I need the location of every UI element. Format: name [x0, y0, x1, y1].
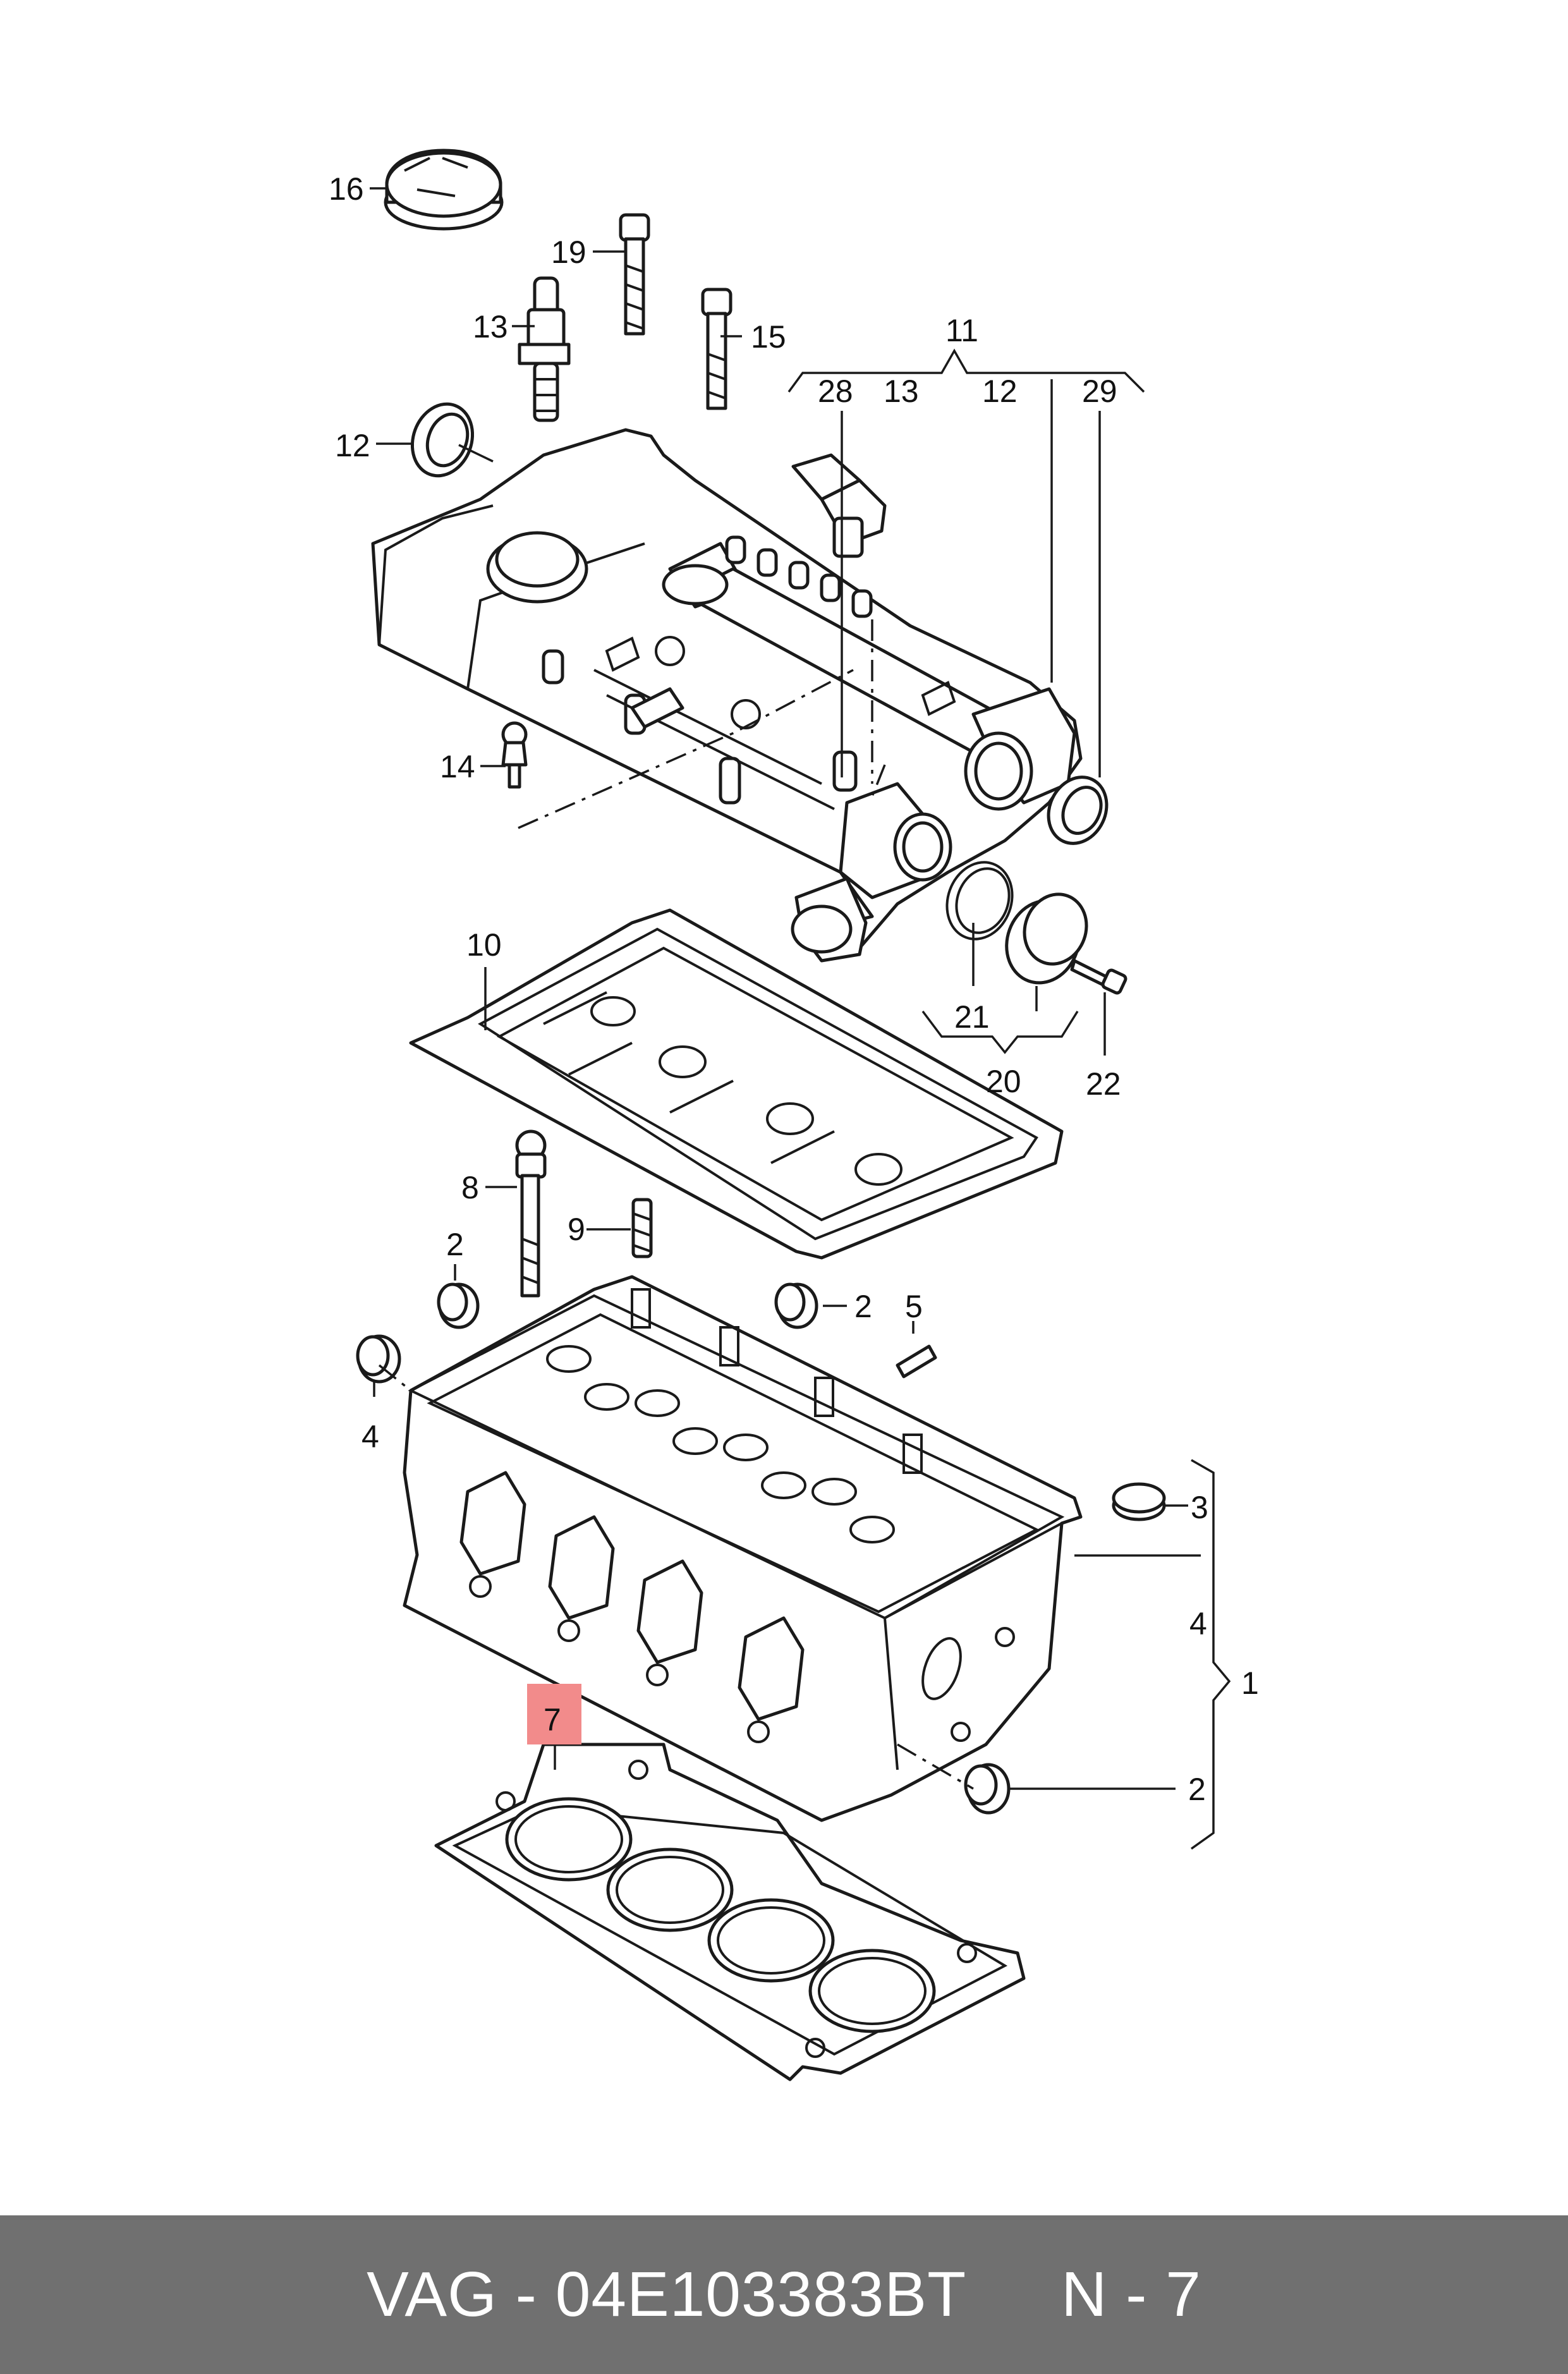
plug-3	[1112, 1482, 1166, 1521]
footer-brand: VAG	[367, 2259, 497, 2330]
parts-diagram: 16 19 13 15 11 28 13 12 29 12 14 10 21 2…	[329, 149, 1259, 2081]
plug-2-left	[437, 1282, 480, 1329]
callout-12: 12	[335, 428, 370, 463]
callout-22: 22	[1086, 1066, 1121, 1102]
callout-4-left: 4	[362, 1419, 379, 1454]
callout-21: 21	[954, 999, 990, 1035]
callout-labels: 16 19 13 15 11 28 13 12 29 12 14 10 21 2…	[329, 171, 1259, 1807]
callout-4-right: 4	[1189, 1606, 1207, 1641]
solenoid-valve	[518, 276, 571, 422]
callout-2-left: 2	[446, 1227, 464, 1262]
footer-separator: -	[497, 2259, 556, 2330]
oil-filler-cap	[384, 149, 504, 231]
callout-2-lower: 2	[1188, 1772, 1206, 1807]
cover-20	[1005, 892, 1088, 985]
head-gasket-7	[434, 1743, 1026, 2081]
callout-12b: 12	[982, 374, 1018, 409]
highlight-box-7	[527, 1684, 581, 1744]
callout-9: 9	[568, 1212, 585, 1247]
callout-2-right: 2	[854, 1289, 872, 1324]
callout-5: 5	[905, 1289, 923, 1324]
o-ring-21	[945, 861, 1014, 940]
callout-13b: 13	[884, 374, 919, 409]
bolt-19	[619, 213, 650, 336]
plug-2-right	[774, 1282, 818, 1329]
bolt-15	[701, 288, 732, 410]
callout-15: 15	[751, 319, 786, 355]
callout-28: 28	[818, 374, 853, 409]
callout-7: 7	[544, 1702, 561, 1738]
sensor-28	[791, 453, 887, 558]
cylinder-head-cover	[371, 428, 1083, 963]
callout-13: 13	[473, 309, 508, 344]
footer-position: N - 7	[1061, 2259, 1201, 2330]
callout-10: 10	[466, 927, 502, 963]
pin-5	[896, 1344, 937, 1379]
callout-29: 29	[1082, 374, 1117, 409]
dowel-pin-9	[631, 1198, 653, 1258]
footer-part-number: 04E103383BT	[555, 2259, 967, 2330]
cylinder-head	[403, 1275, 1083, 1822]
bolt-22	[1070, 959, 1127, 995]
leader-lines	[370, 187, 1231, 1850]
callout-8: 8	[461, 1170, 479, 1205]
callout-11: 11	[945, 313, 978, 348]
part-footer-bar: VAG - 04E103383BT N - 7	[0, 2215, 1568, 2374]
cover-gasket-10	[409, 908, 1064, 1260]
callout-3: 3	[1191, 1490, 1208, 1525]
seal-ring-29	[1047, 776, 1109, 845]
plug-14	[501, 721, 528, 789]
callout-19: 19	[551, 234, 586, 270]
callout-1: 1	[1241, 1665, 1259, 1701]
plug-4	[356, 1334, 401, 1384]
callout-20: 20	[986, 1064, 1021, 1099]
callout-14: 14	[440, 749, 475, 784]
seal-ring-12	[410, 402, 475, 478]
head-bolt-8	[515, 1129, 547, 1298]
callout-16: 16	[329, 171, 364, 207]
